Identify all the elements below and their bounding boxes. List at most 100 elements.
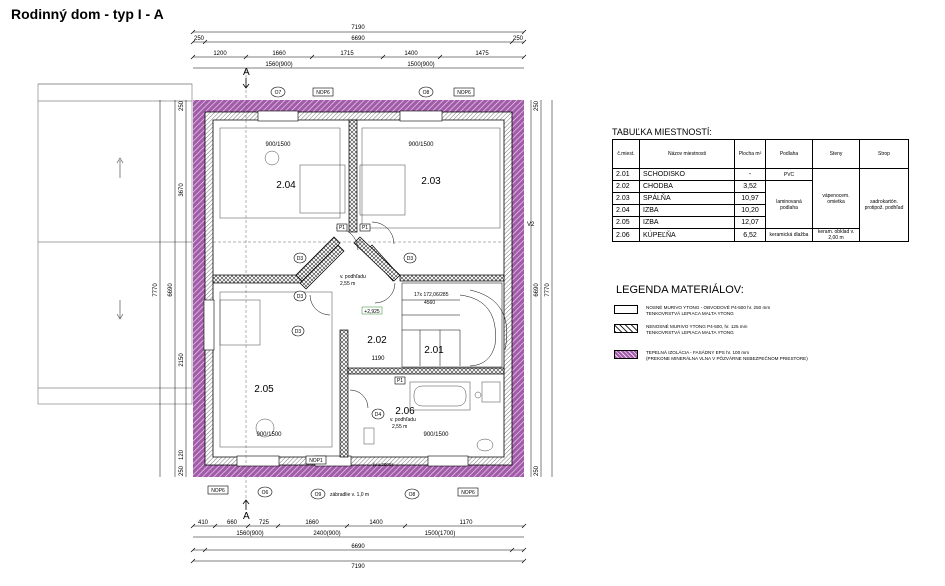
room-name: SCHODISKO [639,168,735,181]
svg-text:A: A [243,511,250,522]
dim-top-total: 7190 [351,25,365,31]
interior-dim: 1190 [372,356,386,362]
dim-right-segment: 250 [534,100,540,111]
interior-walls [212,119,505,458]
small-note: (v.o.2000) [373,462,393,467]
ceiling-height-note: v. podhľadu [340,274,366,280]
dim-top-segment: 1715 [340,51,354,57]
dim-left-segment: 2150 [179,353,185,367]
room-id: 2.05 [612,216,640,229]
walls-type: keram. obklad v. 2,00 m [812,228,860,242]
door-tag: P1 [336,223,348,232]
room-area: 12,07 [734,216,766,229]
dim-top-outer: 6690 [351,36,365,42]
dim-top-segment: 1475 [475,51,489,57]
svg-text:A: A [243,67,250,78]
window-tag: NOP6 [312,87,334,97]
door-tag: D3 [293,290,307,302]
ceiling-type: sadrokartón. protipož. podhľad [859,168,909,242]
svg-text:NOP6: NOP6 [211,488,225,494]
insulation-layer [193,100,524,477]
ceiling-height-value: 2,55 m [392,424,407,430]
dim-right-total: 7770 [545,283,551,297]
v2-label: V2 [527,222,535,228]
room-name: IZBA [639,204,735,217]
window-tag: NOP6 [457,487,479,497]
room-id: 2.02 [612,180,640,193]
dim-bottom-segment: 1660 [305,520,319,526]
dim-left-total: 7770 [153,283,159,297]
floor-type: keramická dlažba [765,228,813,242]
dimension-lines [159,31,553,562]
dim-bottom-opening: 1560(900) [236,531,263,537]
room-number: 2.02 [367,335,387,346]
staircase [401,282,508,368]
dim-bottom-segment: 410 [198,520,209,526]
legend-swatch [614,305,638,314]
dim-bottom-opening: 2400(900) [313,531,340,537]
room-area: 10,20 [734,204,766,217]
dimension-ticks [190,29,527,564]
stair-note: 4560 [424,300,435,306]
table-header-row: č.miest. Názov miestnosti Plocha m² Podl… [612,139,909,169]
col-header: Steny [812,139,860,169]
room-number: 2.03 [421,176,441,187]
dim-bottom-segment: 725 [259,520,270,526]
ceiling-height-value: 2,55 m [340,281,355,287]
table-row: 2.06 KÚPEĽŇA 6,52 keramická dlažba keram… [612,228,909,242]
window-dim: 900/1500 [423,432,449,438]
svg-text:+2,925: +2,925 [364,309,380,315]
window-tag: NOP6 [207,485,229,495]
ceiling-height-note: v. podhľadu [390,417,416,423]
legend-text: NENOSNÉ MURIVO YTONG P4-500, hr. 125 mm … [646,324,748,335]
dim-top-segment: 1200 [213,51,227,57]
dim-bottom-outer: 6690 [351,544,365,550]
door-tag: D3 [403,252,417,264]
room-table: č.miest. Názov miestnosti Plocha m² Podl… [612,139,909,242]
room-id: 2.03 [612,192,640,205]
svg-text:NOP1: NOP1 [309,458,323,464]
table-row: 2.01 SCHODISKO - PVC vápenocem. omietka … [612,168,909,242]
door-tag: D3 [293,252,307,264]
svg-text:D3: D3 [297,256,304,262]
drawing-title: Rodinný dom - typ I - A [11,6,164,22]
room-number: 2.04 [276,180,296,191]
door-tag: D3 [291,325,305,337]
room-id: 2.06 [612,228,640,242]
room-number: 2.01 [424,345,444,356]
furniture [219,127,501,452]
window-tag: NOP1 [305,455,327,465]
svg-text:P1: P1 [339,225,345,231]
room-area: 3,52 [734,180,766,193]
svg-text:NOP6: NOP6 [461,490,475,496]
window-tag: O6 [257,486,273,498]
door-tag: P1 [394,376,406,385]
dim-left-segment: 120 [179,449,185,460]
svg-text:P1: P1 [362,225,368,231]
svg-text:P1: P1 [397,378,403,384]
table-row: 2.02 CHODBA 3,52 laminovaná podlaha [612,180,909,229]
room-name: CHODBA [639,180,735,193]
svg-text:O8: O8 [409,492,416,498]
floor-type: laminovaná podlaha [765,180,813,229]
room-table-title: TABUĽKA MIESTNOSTÍ: [612,127,712,137]
svg-text:O7: O7 [275,90,282,96]
section-marker-top: A [242,67,250,89]
door-tags: D3 P1 D3 P1 D3 D3 P1 D4 [291,223,417,420]
window-dim: 900/1500 [265,142,291,148]
col-header: č.miest. [612,139,640,169]
dim-top-outer: 250 [194,36,205,42]
room-name: SPÁLŇA [639,192,735,205]
legend-swatch [614,324,638,333]
exterior-wall [204,111,513,466]
room-area: 6,52 [734,228,766,242]
window-tag: NOP6 [453,87,475,97]
dim-top-outer: 250 [513,36,524,42]
window-tags: O7 NOP6 O8 NOP6 O6 NOP1 O9 O8 NOP6 NOP6 [207,86,479,500]
room-id: 2.04 [612,204,640,217]
table-row: 2.03 SPÁLŇA 10,97 [612,192,909,205]
dim-bottom-segment: 660 [227,520,238,526]
window-tag: O8 [418,86,434,98]
room-id: 2.01 [612,168,640,181]
